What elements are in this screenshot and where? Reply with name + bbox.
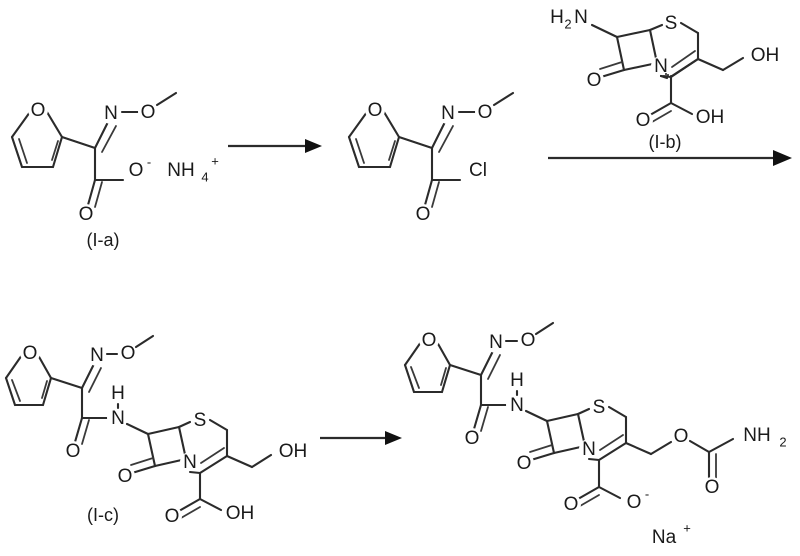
acid-carbonyl-oxygen-b: O [636, 110, 651, 131]
sodium-plus-sign: + [683, 520, 691, 535]
amine-H-label: H [550, 7, 564, 28]
furan-ring-a: O [10, 100, 64, 169]
oxime-nitrogen-label-c: N [90, 345, 104, 366]
reaction-arrow-3 [320, 431, 402, 445]
oxime-nitrogen-label: N [104, 103, 118, 124]
lactam-nitrogen-label-c: N [183, 452, 197, 473]
furan-oxygen-label-b: O [368, 100, 383, 121]
amide-hydrogen-label-c: H [111, 383, 125, 404]
caption-compound-I-b: (I-b) [649, 132, 682, 152]
oxime-nitrogen-label-d: N [489, 332, 503, 353]
chlorine-label: Cl [469, 160, 487, 181]
structure-acid-chloride: O N O O Cl [347, 91, 515, 225]
carbamate-ester-oxygen: O [674, 426, 689, 447]
oxime-oxygen-label: O [141, 102, 156, 123]
carbamate-carbonyl-oxygen: O [705, 477, 720, 498]
lactam-nitrogen-label-d: N [582, 439, 596, 460]
amide-nitrogen-label-d: N [510, 395, 524, 416]
structure-compound-I-a: O N O O O - NH 4 + (I-a) [10, 91, 219, 250]
furan-ring-c: O [4, 343, 53, 407]
carbamate-amine-label: NH [743, 425, 770, 446]
acid-carbonyl-oxygen-c: O [165, 506, 180, 527]
furan-oxygen-label-c: O [23, 343, 38, 364]
furan-ring-d: O [403, 330, 452, 394]
furan-oxygen-label-d: O [422, 330, 437, 351]
oxime-oxygen-label-c: O [121, 343, 136, 364]
reaction-arrow-2 [548, 150, 792, 166]
sodium-label: Na [652, 527, 677, 548]
amine-N-label: N [574, 7, 588, 28]
ammonium-sub-4: 4 [201, 169, 208, 184]
reaction-arrow-1 [228, 139, 322, 153]
caption-compound-I-a: (I-a) [87, 230, 120, 250]
amide-carbonyl-oxygen-d: O [465, 428, 480, 449]
oxime-oxygen-label-d: O [521, 330, 536, 351]
acid-hydroxyl-label-b: OH [696, 107, 725, 128]
furan-oxygen-label: O [31, 100, 46, 121]
structure-compound-I-b: H 2 N O N S [550, 7, 779, 152]
carbamate-amine-sub-2: 2 [779, 434, 786, 449]
oxime-oxygen-label-b: O [478, 102, 493, 123]
sulfur-label-b: S [665, 13, 678, 34]
hydroxyl-label-c: OH [279, 441, 308, 462]
carboxylate-oxygen-label: O [129, 160, 144, 181]
amide-nitrogen-label-c: N [111, 408, 125, 429]
amide-carbonyl-oxygen-c: O [66, 441, 81, 462]
carbonyl-oxygen-label-b: O [416, 204, 431, 225]
carboxylate-carbonyl-oxygen-d: O [564, 494, 579, 515]
carbonyl-oxygen-label-a: O [79, 204, 94, 225]
acid-hydroxyl-label-c: OH [226, 503, 255, 524]
carboxylate-minus-sign: - [147, 154, 151, 169]
sulfur-label-d: S [593, 397, 606, 418]
hydroxyl-label-b: OH [751, 45, 780, 66]
lactam-nitrogen-label-b: N [654, 56, 668, 77]
amine-sub-2: 2 [564, 16, 571, 31]
carboxylate-oxygen-label-d: O [627, 492, 642, 513]
carboxylate-minus-sign-d: - [645, 486, 649, 501]
structure-compound-I-c: O N O O N H O N [4, 334, 308, 527]
lactam-oxygen-label-d: O [517, 453, 532, 474]
amide-hydrogen-label-d: H [510, 370, 524, 391]
ammonium-label: NH [167, 160, 194, 181]
structure-cefuroxime-sodium: O N O O N H O N S [403, 321, 787, 548]
lactam-oxygen-label-b: O [587, 70, 602, 91]
lactam-oxygen-label-c: O [118, 466, 133, 487]
caption-compound-I-c: (I-c) [87, 505, 119, 525]
oxime-nitrogen-label-b: N [441, 103, 455, 124]
furan-ring-b: O [347, 100, 401, 169]
ammonium-plus-sign: + [211, 153, 219, 168]
sulfur-label-c: S [194, 410, 207, 431]
